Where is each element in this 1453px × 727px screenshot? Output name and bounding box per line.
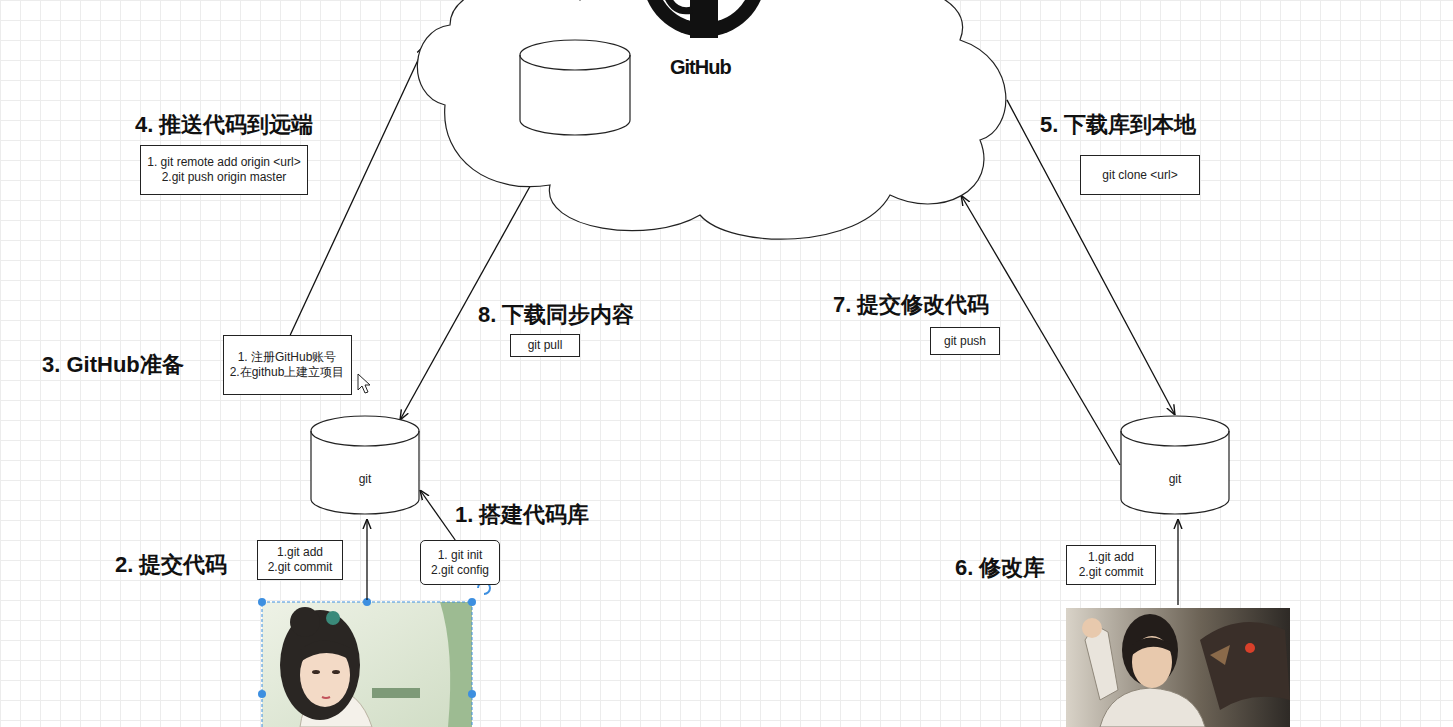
command-line: 2.在github上建立项目 — [230, 365, 345, 380]
command-text: git push — [944, 334, 986, 349]
command-line: 1. 注册GitHub账号 — [230, 350, 345, 365]
repository-label: git — [310, 472, 420, 486]
command-line: git pull — [528, 338, 563, 353]
command-box: 8. 下载同步内容git pull — [510, 334, 580, 357]
connector-arrow — [1007, 100, 1175, 415]
command-line: git clone <url> — [1102, 168, 1177, 183]
command-line: git push — [944, 334, 986, 349]
command-line: 2.git commit — [1079, 565, 1144, 580]
step-heading: 3. GitHub准备 — [42, 352, 184, 378]
command-text: 1.git add2.git commit — [1079, 550, 1144, 580]
step-heading: 1. 搭建代码库 — [455, 502, 589, 528]
command-box: 7. 提交修改代码git push — [930, 327, 1000, 355]
step-heading: 2. 提交代码 — [115, 552, 227, 578]
command-text: 1.git add2.git commit — [268, 545, 333, 575]
command-line: 2.git push origin master — [147, 170, 300, 185]
command-box: 5. 下载库到本地git clone <url> — [1080, 155, 1200, 195]
command-box: 4. 推送代码到远端1. git remote add origin <url>… — [140, 145, 308, 195]
man-picture — [1066, 608, 1290, 727]
cloud-outline — [417, 0, 1005, 239]
cloud-label: GitHub — [670, 56, 731, 79]
command-text: git clone <url> — [1102, 168, 1177, 183]
command-text: git pull — [528, 338, 563, 353]
repository-cylinder: git — [1120, 415, 1230, 515]
command-box: 6. 修改库1.git add2.git commit — [1066, 545, 1156, 585]
github-logo — [690, 0, 718, 38]
command-box: 3. GitHub准备1. 注册GitHub账号2.在github上建立项目 — [223, 335, 352, 395]
step-heading: 8. 下载同步内容 — [478, 302, 634, 328]
github-logo — [668, 0, 692, 11]
database-symbol — [520, 55, 630, 70]
command-text: 1. 注册GitHub账号2.在github上建立项目 — [230, 350, 345, 380]
repository-cylinder: git — [310, 415, 420, 515]
connector-arrow — [290, 45, 425, 335]
cloud-shape — [400, 0, 1010, 235]
arrow-line — [366, 519, 367, 600]
woman-picture — [258, 582, 490, 727]
repository-label: git — [1120, 472, 1230, 486]
command-line: 1.git add — [1079, 550, 1144, 565]
command-line: 2.git commit — [268, 560, 333, 575]
command-line: 2.git config — [431, 563, 489, 578]
mouse-cursor — [358, 374, 370, 393]
database-symbol — [520, 40, 630, 135]
command-line: 1. git init — [431, 548, 489, 563]
github-logo — [642, 0, 766, 37]
step-heading: 5. 下载库到本地 — [1040, 112, 1196, 138]
cylinder-shape — [1120, 415, 1230, 515]
connector-arrow — [420, 490, 455, 540]
command-box: 1. 搭建代码库1. git init2.git config — [420, 540, 500, 585]
command-text: 1. git remote add origin <url>2.git push… — [147, 155, 300, 185]
cylinder-shape — [310, 415, 420, 515]
step-heading: 6. 修改库 — [955, 555, 1045, 581]
command-line: 1. git remote add origin <url> — [147, 155, 300, 170]
step-heading: 7. 提交修改代码 — [833, 292, 989, 318]
step-heading: 4. 推送代码到远端 — [135, 112, 313, 138]
command-line: 1.git add — [268, 545, 333, 560]
arrow-line — [1177, 519, 1178, 605]
command-text: 1. git init2.git config — [431, 548, 489, 578]
command-box: 2. 提交代码1.git add2.git commit — [257, 540, 343, 580]
cloud-node: GitHub — [400, 0, 1010, 235]
